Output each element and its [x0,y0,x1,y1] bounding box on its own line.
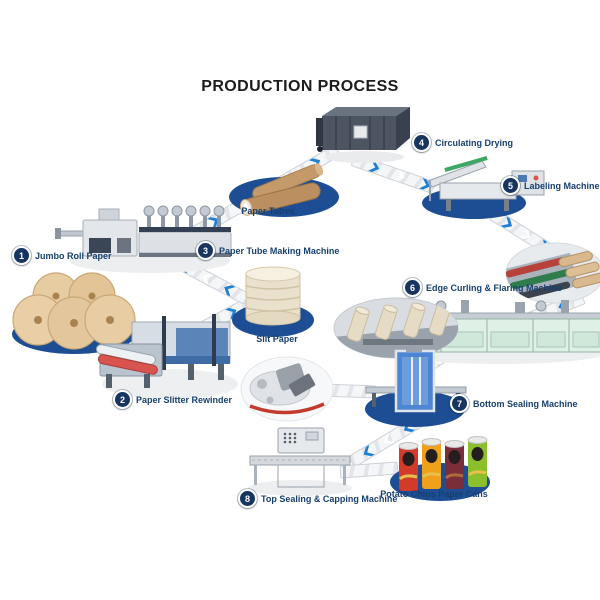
bottom-sealing-machine-illustration [365,345,467,427]
step-5-label: 5 Labeling Machine [501,176,600,195]
step-5-number-badge: 5 [501,176,520,195]
circulating-drying-illustration [316,107,410,163]
step-3-number-badge: 3 [196,241,215,260]
step-1-number-badge: 1 [12,246,31,265]
step-4-text: Circulating Drying [435,137,514,148]
step-6-text: Edge Curling & Flaring Machine [426,282,563,293]
labeling-machine-illustration [422,156,545,219]
arrow-chevron-icon [361,445,375,460]
step-1-label: 1 Jumbo Roll Paper [12,246,112,265]
arrow-chevron-icon [393,169,406,183]
step-2-label: 2 Paper Slitter Rewinder [113,390,232,409]
step-6-label: 6 Edge Curling & Flaring Machine [403,278,562,297]
slit-paper-illustration [232,266,314,337]
step-6-number-badge: 6 [403,278,422,297]
sealing-head-detail-oval [240,356,334,422]
step-2-text: Paper Slitter Rewinder [136,394,233,405]
potato-chips-paper-cans-text: Potato Chips Paper Cans [380,489,488,499]
step-4-label: 4 Circulating Drying [412,133,513,152]
step-3-label: 3 Paper Tube Making Machine [196,241,339,260]
paper-slitter-rewinder-illustration [95,314,238,399]
arrow-chevron-icon [519,228,533,243]
step-5-text: Labeling Machine [524,180,600,191]
step-4-number-badge: 4 [412,133,431,152]
potato-chips-paper-cans-illustration [390,436,490,501]
step-8-number-badge: 8 [238,489,257,508]
top-sealing-capping-machine-illustration [248,427,352,496]
labeling-rollers-detail-oval [505,242,600,304]
step-7-text: Bottom Sealing Machine [473,398,578,409]
step-2-number-badge: 2 [113,390,132,409]
slit-paper-label: Slit Paper [242,334,312,344]
step-7-label: 7 Bottom Sealing Machine [450,394,578,413]
step-8-label: 8 Top Sealing & Capping Machine [238,489,397,508]
paper-tubes-illustration [229,163,339,217]
page-title: PRODUCTION PROCESS [201,78,399,95]
step-7-number-badge: 7 [450,394,469,413]
potato-chips-paper-cans-label: Potato Chips Paper Cans [378,489,490,499]
slit-paper-text: Slit Paper [256,334,298,344]
step-1-text: Jumbo Roll Paper [35,250,112,261]
paper-tubes-label: Paper Tubes [228,206,308,216]
jumbo-roll-paper-illustration [12,272,136,354]
step-3-text: Paper Tube Making Machine [219,245,340,256]
step-8-text: Top Sealing & Capping Machine [261,493,398,504]
paper-tubes-text: Paper Tubes [241,206,295,216]
